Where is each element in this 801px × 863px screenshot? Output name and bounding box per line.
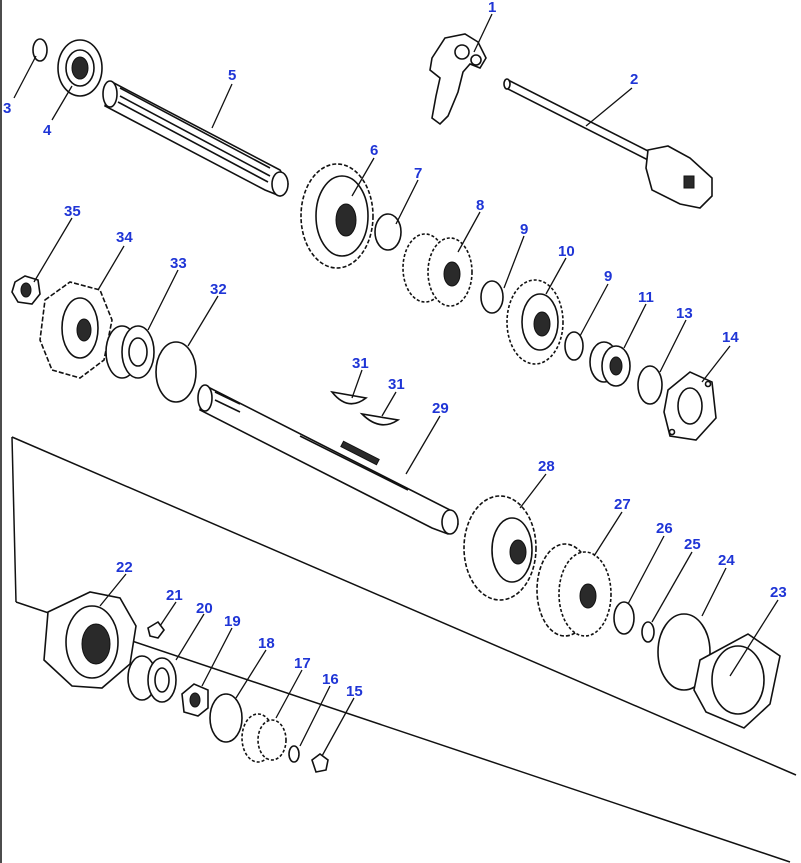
callout-29: 29	[432, 400, 449, 417]
callout-31b: 31	[388, 376, 405, 393]
callout-16: 16	[322, 671, 339, 688]
callout-6: 6	[370, 142, 378, 159]
callout-10: 10	[558, 243, 575, 260]
part-nut-35	[11, 275, 41, 305]
callout-13: 13	[676, 305, 693, 322]
callout-18: 18	[258, 635, 275, 652]
part-gear-8	[402, 233, 473, 307]
part-gear-27	[536, 543, 612, 637]
part-snap-ring-3	[32, 38, 48, 62]
callout-19: 19	[224, 613, 241, 630]
part-main-shaft	[197, 384, 459, 535]
part-ring-9a	[480, 280, 504, 314]
callout-32: 32	[210, 281, 227, 298]
panel-frame-left	[11, 436, 17, 603]
callout-14: 14	[722, 329, 739, 346]
callout-4: 4	[43, 122, 52, 139]
callout-labels: 1 2 3 4 5 6 7 8 9 10 9 11 13 14 35 34 33…	[3, 0, 787, 700]
part-ring-25	[641, 621, 655, 643]
callout-1: 1	[488, 0, 496, 16]
part-ring-7	[374, 213, 402, 251]
part-ring-18	[209, 693, 243, 743]
part-nut-15	[311, 753, 329, 773]
part-key-31b	[359, 412, 401, 426]
callout-34: 34	[116, 229, 133, 246]
part-input-shaft	[102, 80, 289, 197]
part-gear-10	[506, 279, 564, 365]
part-ring-26	[613, 601, 635, 635]
callout-24: 24	[718, 552, 735, 569]
callout-3: 3	[3, 100, 11, 117]
callout-28: 28	[538, 458, 555, 475]
part-ring-16	[288, 745, 300, 763]
callout-9a: 9	[520, 221, 528, 238]
part-key-31a	[330, 390, 368, 405]
callout-17: 17	[294, 655, 311, 672]
callout-15: 15	[346, 683, 363, 700]
callout-21: 21	[166, 587, 183, 604]
callout-22: 22	[116, 559, 133, 576]
part-cover-23	[693, 633, 781, 729]
callout-7: 7	[414, 165, 422, 182]
part-shift-fork	[429, 33, 487, 126]
leader-lines	[13, 13, 779, 757]
part-ring-13	[637, 365, 663, 405]
part-ring-32	[155, 341, 197, 403]
part-bevel-gear-34	[39, 281, 113, 379]
callout-5: 5	[228, 67, 236, 84]
callout-35: 35	[64, 203, 81, 220]
callout-31a: 31	[352, 355, 369, 372]
part-bearing-33	[105, 325, 155, 379]
callout-2: 2	[630, 71, 638, 88]
callout-26: 26	[656, 520, 673, 537]
part-gear-28	[463, 495, 537, 601]
part-oring-24	[657, 613, 711, 691]
part-ring-9b	[564, 331, 584, 361]
callout-11: 11	[638, 289, 654, 306]
callout-25: 25	[684, 536, 701, 553]
callout-27: 27	[614, 496, 631, 513]
part-nut-19	[181, 683, 209, 717]
callout-23: 23	[770, 584, 787, 601]
part-gear-17	[241, 713, 287, 763]
panel-frame-top	[11, 436, 797, 776]
part-housing-22	[43, 591, 137, 689]
callout-33: 33	[170, 255, 187, 272]
part-cover-14	[663, 371, 717, 441]
part-bearing-11	[589, 341, 631, 387]
part-bearing-4	[57, 39, 103, 97]
callout-8: 8	[476, 197, 484, 214]
callout-20: 20	[196, 600, 213, 617]
callout-9b: 9	[604, 268, 612, 285]
part-shift-rod	[503, 78, 713, 209]
panel-frame-bottom	[15, 601, 791, 863]
part-bearing-20	[127, 655, 177, 703]
